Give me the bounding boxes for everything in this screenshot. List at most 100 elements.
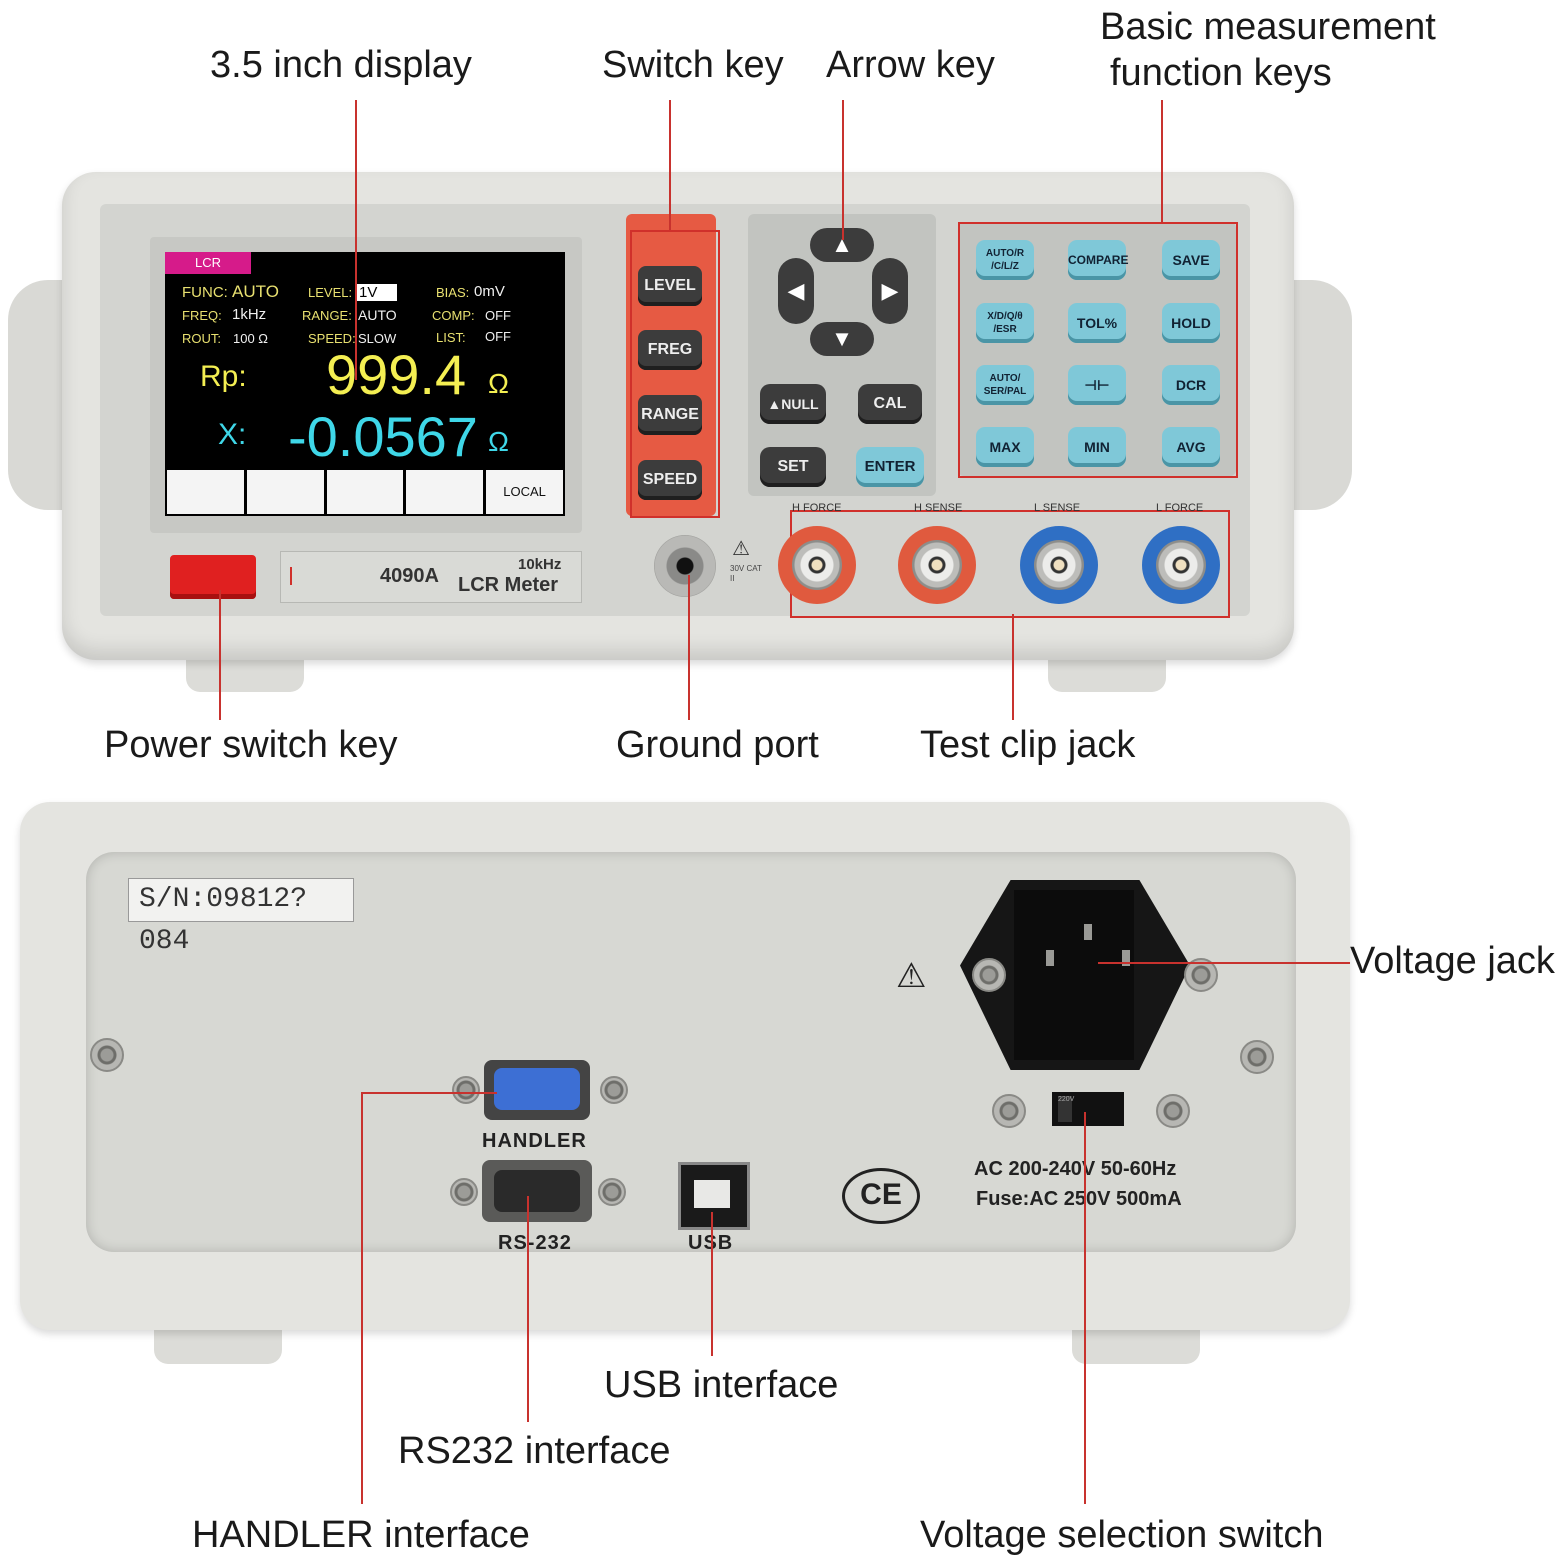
callout-voltage-switch: Voltage selection switch xyxy=(920,1514,1324,1556)
ground-warning-text: 30V CAT II xyxy=(730,564,762,583)
freq-button[interactable]: FREG xyxy=(638,330,702,370)
dcr-button[interactable]: DCR xyxy=(1162,365,1220,405)
inlet-pin xyxy=(1084,924,1092,940)
inlet-pin xyxy=(1046,950,1054,966)
null-button[interactable]: ▲NULL xyxy=(760,384,826,424)
model-frequency: 10kHz xyxy=(518,556,562,573)
max-button[interactable]: MAX xyxy=(976,427,1034,467)
right-arrow-button[interactable]: ▶ xyxy=(872,258,908,324)
screw-icon xyxy=(90,1038,124,1072)
leader-test-clip xyxy=(1012,614,1014,720)
serial-number-label: S/N:09812?084 xyxy=(128,878,354,957)
power-switch-button[interactable] xyxy=(170,555,256,599)
leader-handler-h xyxy=(361,1092,497,1094)
auto-serpal-button[interactable]: AUTO/ SER/PAL xyxy=(976,365,1034,405)
screw-icon xyxy=(452,1076,480,1104)
secondary-param-unit: Ω xyxy=(488,426,509,457)
rs232-port[interactable] xyxy=(494,1170,580,1212)
rout-value: 100 Ω xyxy=(233,331,269,346)
speed-label: SPEED: xyxy=(308,331,356,346)
handler-port[interactable] xyxy=(494,1068,580,1110)
l-force-jack[interactable] xyxy=(1142,526,1220,604)
secondary-param-label: X: xyxy=(218,418,247,451)
callout-rs232: RS232 interface xyxy=(398,1430,671,1472)
softkey-local[interactable]: LOCAL xyxy=(486,470,563,514)
model-plate-mark xyxy=(290,567,292,585)
leader-arrow-key xyxy=(842,100,844,240)
leader-voltage-switch xyxy=(1084,1112,1086,1504)
leader-usb xyxy=(711,1212,713,1356)
power-spec-fuse: Fuse:AC 250V 500mA xyxy=(976,1188,1182,1210)
capacitor-button[interactable]: ⊣⊢ xyxy=(1068,365,1126,405)
callout-display: 3.5 inch display xyxy=(210,44,472,86)
level-value: 1V xyxy=(357,284,398,301)
callout-arrow-key: Arrow key xyxy=(826,44,995,86)
callout-voltage-jack: Voltage jack xyxy=(1350,940,1555,982)
model-name: LCR Meter xyxy=(458,574,559,596)
softkey-3[interactable] xyxy=(326,470,404,514)
min-button[interactable]: MIN xyxy=(1068,427,1126,467)
softkey-2[interactable] xyxy=(246,470,324,514)
primary-param-label: Rp: xyxy=(200,360,247,393)
leader-voltage-jack xyxy=(1098,962,1350,964)
primary-param-value: 999.4 xyxy=(326,343,467,406)
auto-rclz-button[interactable]: AUTO/R /C/L/Z xyxy=(976,240,1034,280)
comp-label: COMP: xyxy=(432,308,475,323)
softkey-4[interactable] xyxy=(406,470,484,514)
usb-label: USB xyxy=(688,1232,733,1255)
list-label: LIST: xyxy=(436,330,466,345)
power-inlet-body xyxy=(1014,890,1134,1060)
leader-display xyxy=(355,100,357,380)
level-button[interactable]: LEVEL xyxy=(638,266,702,306)
l-sense-jack[interactable] xyxy=(1020,526,1098,604)
switch-key-highlight xyxy=(630,230,720,518)
screen-mode-tag: LCR xyxy=(165,252,251,274)
function-key-highlight xyxy=(958,222,1238,478)
tol-button[interactable]: TOL% xyxy=(1068,303,1126,343)
cal-button[interactable]: CAL xyxy=(858,384,922,424)
warning-icon: ⚠ xyxy=(732,538,750,560)
set-button[interactable]: SET xyxy=(760,447,826,487)
h-force-jack[interactable] xyxy=(778,526,856,604)
ground-port[interactable] xyxy=(654,535,716,597)
range-value: AUTO xyxy=(358,307,397,323)
callout-handler: HANDLER interface xyxy=(192,1514,530,1556)
enter-button[interactable]: ENTER xyxy=(856,447,924,487)
down-arrow-button[interactable]: ▼ xyxy=(810,322,874,356)
compare-button[interactable]: COMPARE xyxy=(1068,240,1128,280)
rout-label: ROUT: xyxy=(182,331,221,346)
l-force-label: L FORCE xyxy=(1156,502,1204,514)
speed-button[interactable]: SPEED xyxy=(638,460,702,500)
power-spec-voltage: AC 200-240V 50-60Hz xyxy=(974,1158,1177,1180)
list-value: OFF xyxy=(485,329,511,344)
avg-button[interactable]: AVG xyxy=(1162,427,1220,467)
callout-power-switch: Power switch key xyxy=(104,724,398,766)
warning-icon: ⚠ xyxy=(896,957,927,995)
h-sense-label: H SENSE xyxy=(914,502,963,514)
bias-label: BIAS: xyxy=(436,285,470,300)
leader-rs232 xyxy=(527,1196,529,1422)
model-plate xyxy=(280,551,582,603)
callout-function-keys-2: function keys xyxy=(1110,52,1332,94)
hold-button[interactable]: HOLD xyxy=(1162,303,1220,343)
leader-handler xyxy=(361,1092,363,1504)
voltage-switch-text: 220V xyxy=(1058,1096,1074,1122)
level-label: LEVEL: xyxy=(308,285,353,300)
range-button[interactable]: RANGE xyxy=(638,395,702,435)
leader-power-switch xyxy=(219,590,221,720)
xdq-esr-button[interactable]: X/D/Q/θ /ESR xyxy=(976,303,1034,343)
left-arrow-button[interactable]: ◀ xyxy=(778,258,814,324)
screw-icon xyxy=(450,1178,478,1206)
h-sense-jack[interactable] xyxy=(898,526,976,604)
func-label: FUNC: xyxy=(182,284,228,301)
inlet-pin xyxy=(1122,950,1130,966)
freq-value: 1kHz xyxy=(232,306,267,323)
screw-icon xyxy=(598,1178,626,1206)
usb-port[interactable] xyxy=(678,1162,750,1230)
save-button[interactable]: SAVE xyxy=(1162,240,1220,280)
callout-switch-key: Switch key xyxy=(602,44,784,86)
softkey-1[interactable] xyxy=(167,470,244,514)
func-value: AUTO xyxy=(232,282,279,301)
h-force-label: H FORCE xyxy=(792,502,842,514)
handler-label: HANDLER xyxy=(482,1130,587,1152)
